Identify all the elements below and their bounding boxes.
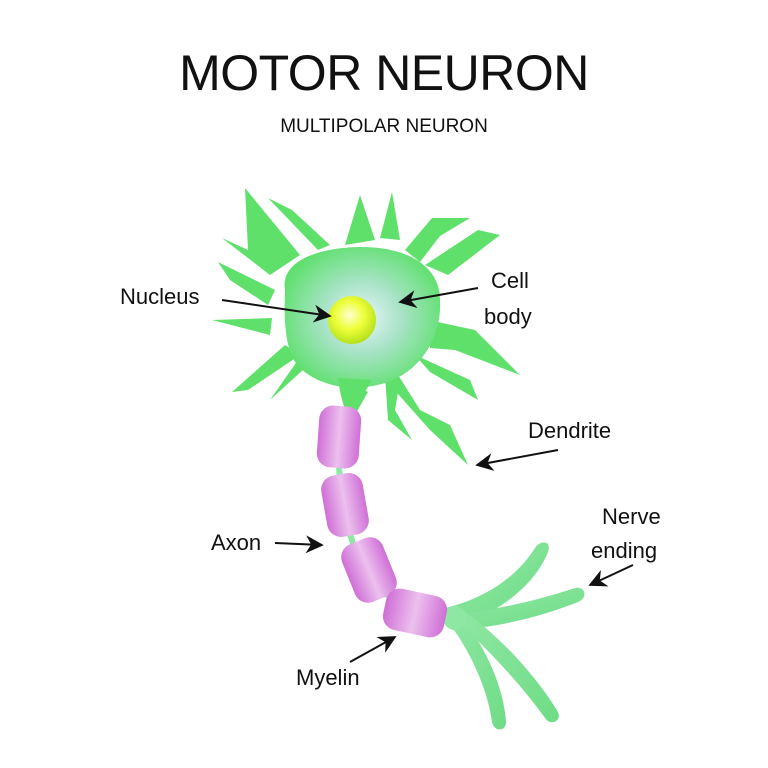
label-nucleus: Nucleus — [120, 283, 199, 311]
myelin-segment-2 — [319, 471, 371, 539]
axon-hillock — [338, 378, 372, 410]
myelin-arrow — [350, 637, 395, 662]
label-cell-body-line2: body — [484, 303, 532, 331]
myelin-sheath — [316, 405, 450, 640]
label-myelin: Myelin — [296, 664, 360, 692]
myelin-segment-1 — [316, 405, 362, 470]
label-nerve-ending-line2: ending — [591, 537, 657, 565]
nerve-ending-branches — [445, 542, 584, 729]
dendrite-arrow — [477, 450, 558, 465]
nerve-ending-arrow — [590, 565, 633, 585]
label-cell-body-line1: Cell — [491, 267, 529, 295]
myelin-segment-4 — [380, 586, 449, 640]
axon-arrow — [275, 543, 322, 545]
nucleus-shape — [328, 296, 376, 344]
label-nerve-ending-line1: Nerve — [602, 503, 661, 531]
label-axon: Axon — [211, 529, 261, 557]
label-dendrite: Dendrite — [528, 417, 611, 445]
